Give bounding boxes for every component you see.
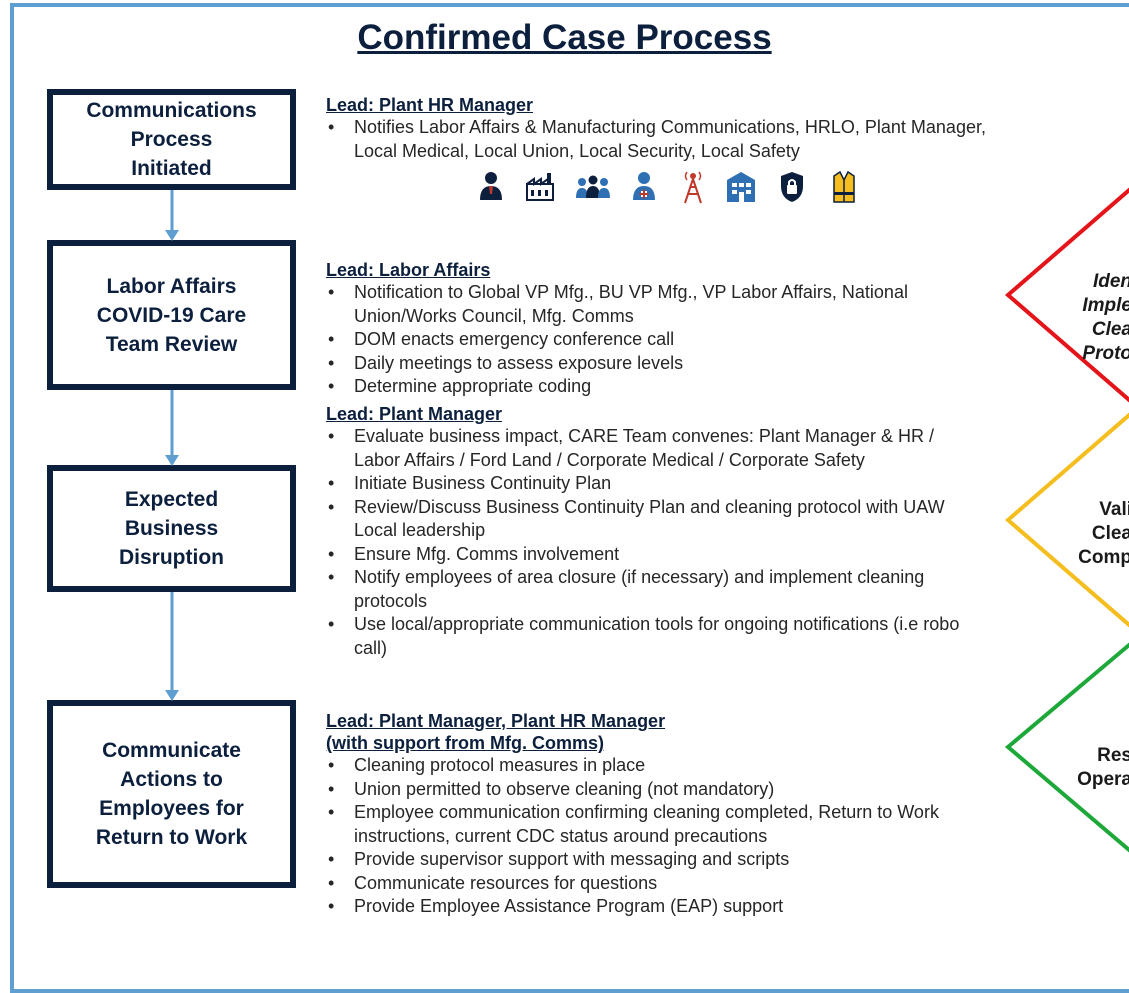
factory-icon [526,173,554,201]
arrow-3-head [165,690,179,701]
bullet-item: Notification to Global VP Mfg., BU VP Mf… [326,281,966,328]
bullet-item: Review/Discuss Business Continuity Plan … [326,496,976,543]
diamond-label: Res Opera [1077,745,1129,790]
bullet-item: Provide Employee Assistance Program (EAP… [326,895,1026,919]
bullet-item: Ensure Mfg. Comms involvement [326,543,976,567]
step-label: Labor Affairs COVID-19 Care Team Review [96,274,247,356]
section-labor-affairs: Lead: Labor Affairs Notification to Glob… [326,259,1026,399]
bullet-item: Initiate Business Continuity Plan [326,472,976,496]
diamond-text-identify: Iden Imple Clea Proto [1042,246,1129,366]
bullet-list: Cleaning protocol measures in place Unio… [326,754,1026,919]
diamond-red [1004,187,1129,403]
building-icon [727,172,755,202]
bullet-list: Evaluate business impact, CARE Team conv… [326,425,976,660]
step-return-to-work: Communicate Actions to Employees for Ret… [47,700,296,888]
step-label: Expected Business Disruption [119,488,224,569]
bullet-list: Notifies Labor Affairs & Manufacturing C… [326,116,986,163]
lead-title: Lead: Labor Affairs [326,260,491,280]
signal-tower-icon [684,171,702,204]
bullet-list: Notification to Global VP Mfg., BU VP Mf… [326,281,966,399]
lead-title: Lead: Plant HR Manager [326,95,534,115]
arrow-1-head [165,230,179,241]
diamond-yellow [1004,412,1129,628]
diamond-label: Iden Imple Clea Proto [1082,271,1129,364]
section-return-to-work: Lead: Plant Manager, Plant HR Manager (w… [326,710,1026,919]
safety-vest-icon [833,170,855,203]
section-plant-manager: Lead: Plant Manager Evaluate business im… [326,403,1026,660]
section-hr-manager: Lead: Plant HR Manager Notifies Labor Af… [326,94,1026,163]
step-care-team-review: Labor Affairs COVID-19 Care Team Review [47,240,296,390]
bullet-item: Employee communication confirming cleani… [326,801,1026,848]
page-title: Confirmed Case Process [357,18,772,57]
manager-icon [480,172,502,200]
step-label: Communicate Actions to Employees for Ret… [95,739,248,849]
bullet-item: Evaluate business impact, CARE Team conv… [326,425,976,472]
diamond-text-validate: Vali Clea Comp [1042,474,1129,570]
bullet-item: Use local/appropriate communication tool… [326,613,976,660]
bullet-item: Notify employees of area closure (if nec… [326,566,976,613]
bullet-item: Daily meetings to assess exposure levels [326,352,966,376]
medical-staff-icon [633,172,655,200]
security-lock-icon [781,172,803,202]
bullet-item: DOM enacts emergency conference call [326,328,966,352]
lead-title: Lead: Plant Manager [326,404,503,424]
bullet-item: Cleaning protocol measures in place [326,754,1026,778]
lead-title: Lead: Plant Manager, Plant HR Manager (w… [326,711,666,753]
diamond-label: Vali Clea Comp [1078,499,1129,568]
bullet-item: Communicate resources for questions [326,872,1026,896]
step-label: Communications Process Initiated [86,99,257,180]
step-communications-initiated: Communications Process Initiated [47,89,296,190]
diamond-green [1004,642,1129,853]
step-business-disruption: Expected Business Disruption [47,465,296,592]
arrow-2-head [165,455,179,466]
bullet-item: Union permitted to observe cleaning (not… [326,778,1026,802]
diamond-text-resume: Res Opera [1042,720,1129,792]
union-group-icon [576,175,610,198]
bullet-item: Provide supervisor support with messagin… [326,848,1026,872]
bullet-item: Notifies Labor Affairs & Manufacturing C… [326,116,986,163]
bullet-item: Determine appropriate coding [326,375,966,399]
